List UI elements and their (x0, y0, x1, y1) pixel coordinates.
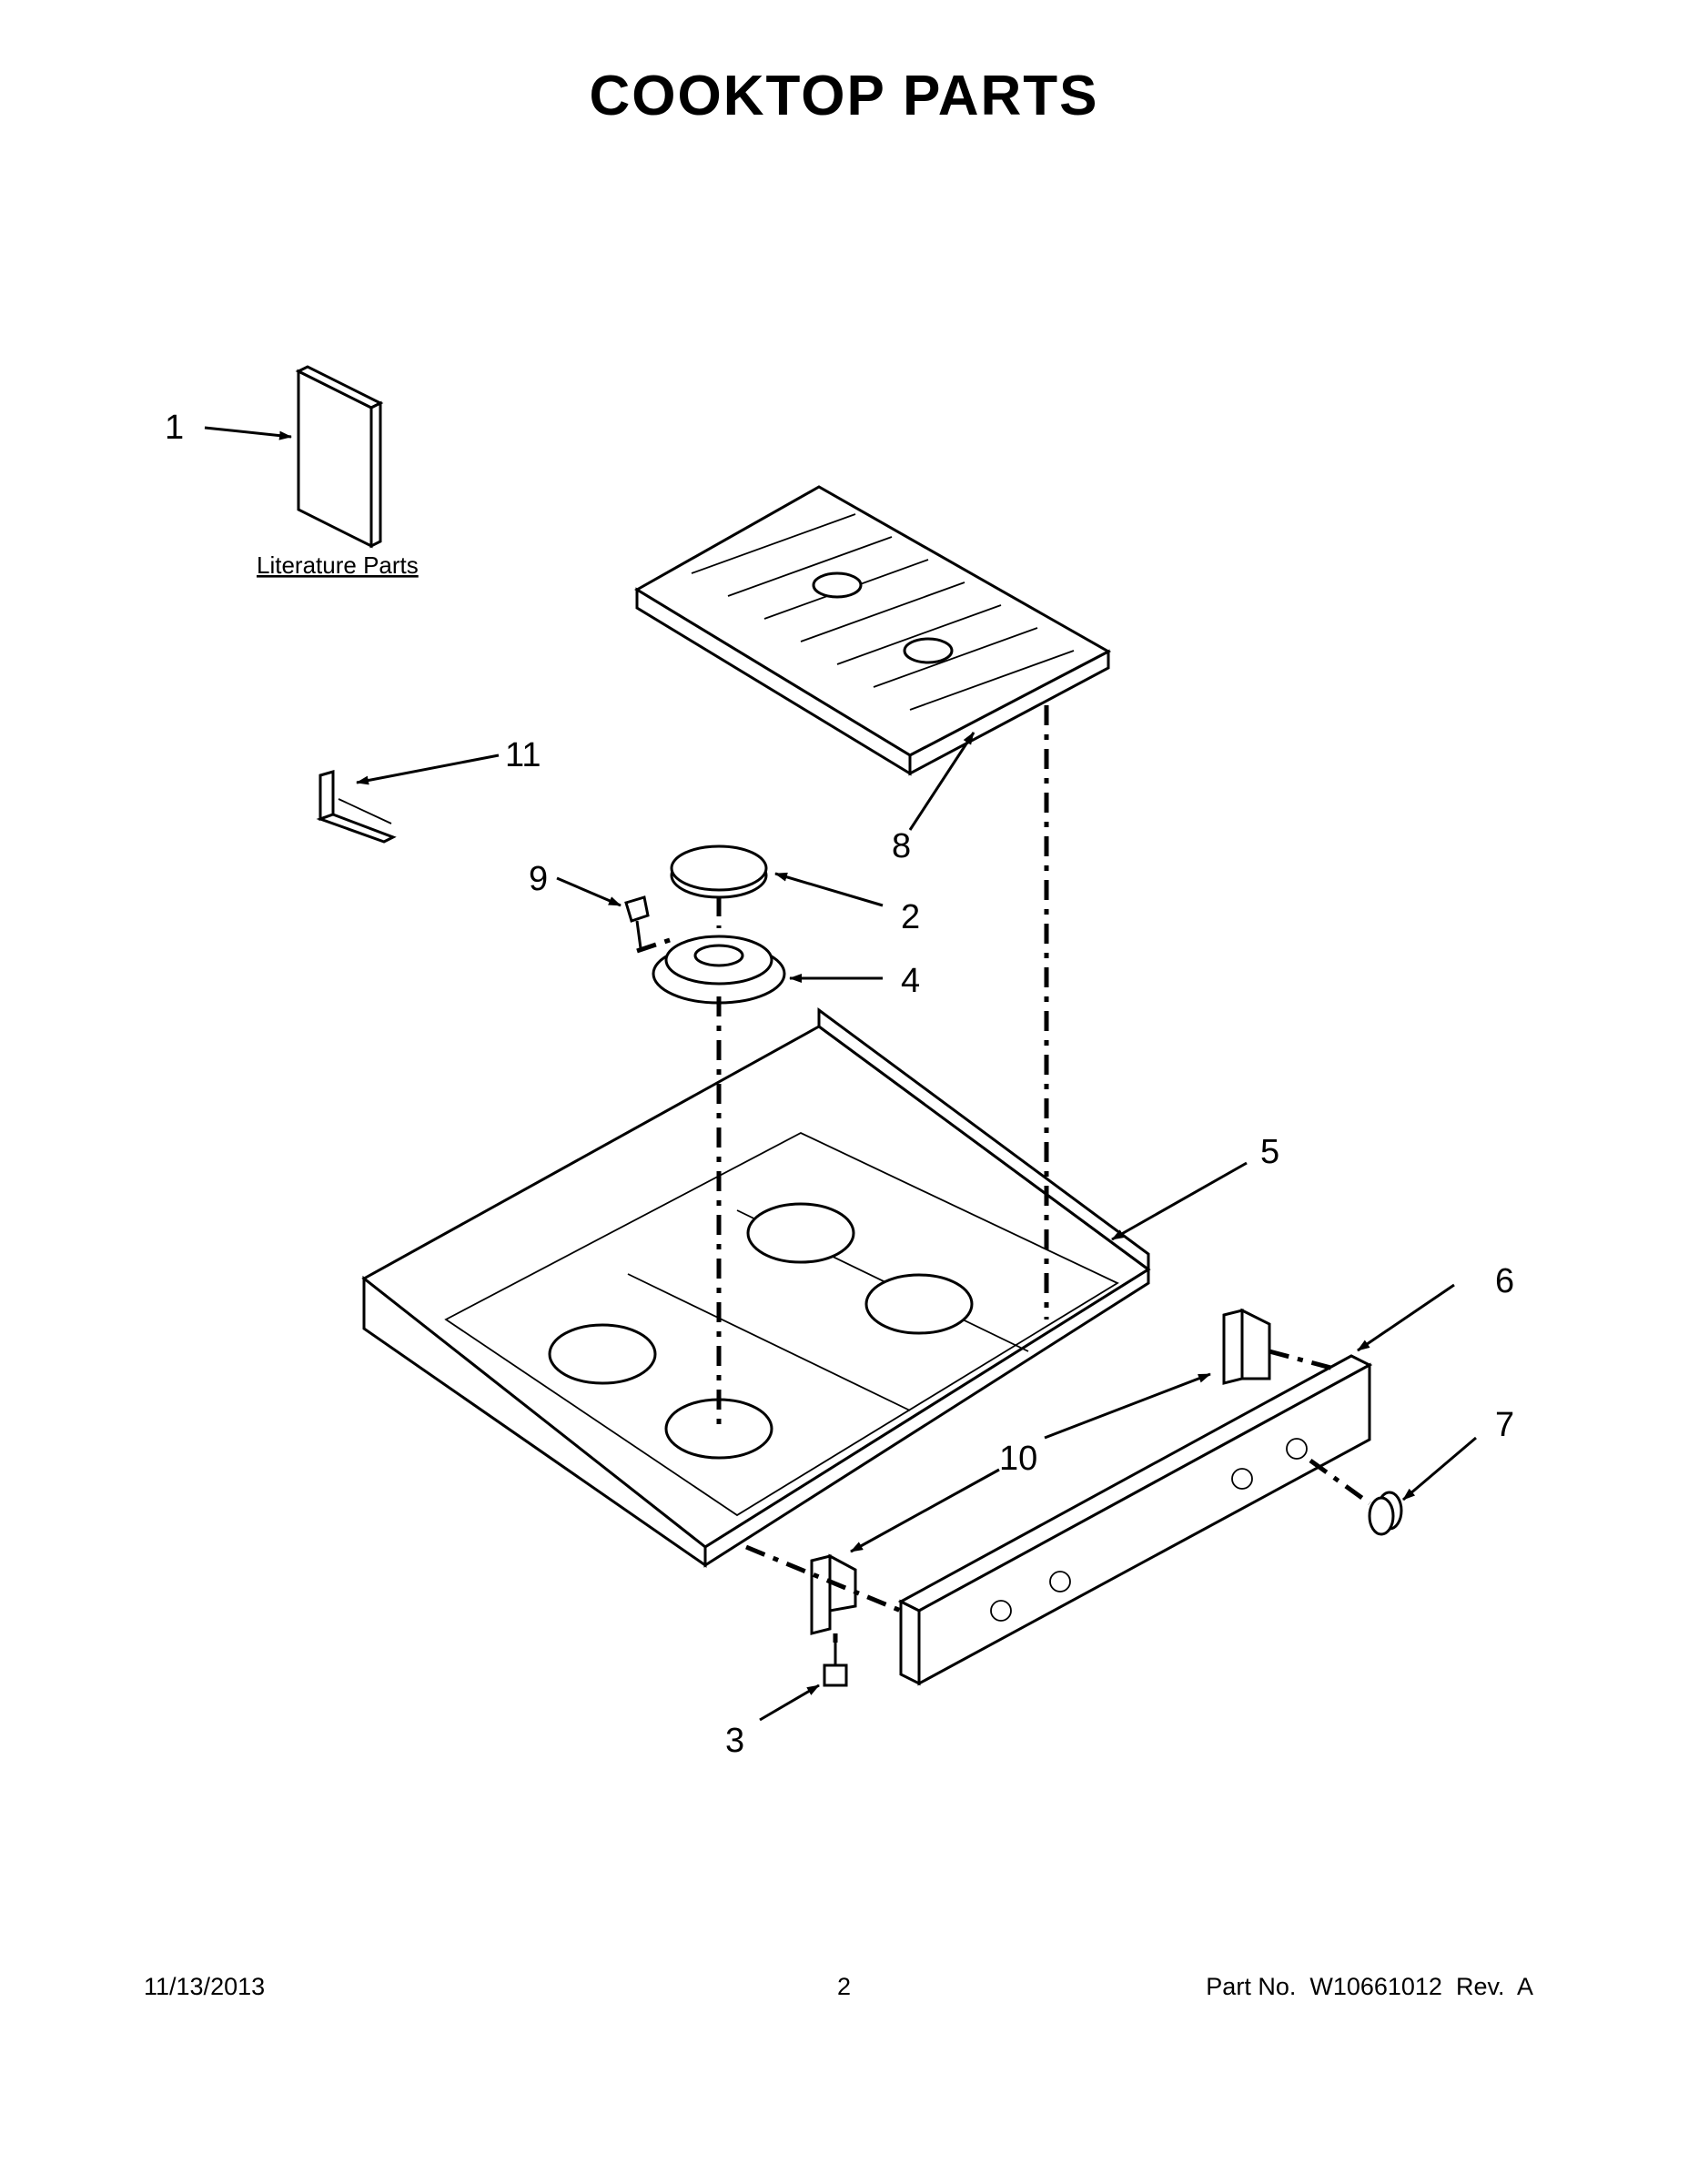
bracket-10-left (810, 1553, 857, 1635)
callout-7: 7 (1495, 1406, 1514, 1444)
alignment-lines (636, 705, 1371, 1643)
burner-grate (634, 485, 1112, 776)
page-title: COOKTOP PARTS (589, 65, 1099, 127)
bracket-10-right (1222, 1308, 1271, 1385)
callout-10: 10 (999, 1440, 1037, 1478)
literature-booklet (295, 365, 384, 549)
cooktop-main-top (361, 1007, 1151, 1568)
footer-page-number: 2 (836, 1973, 852, 2000)
callout-3: 3 (725, 1722, 744, 1760)
screw-9 (624, 895, 650, 949)
callout-9: 9 (529, 860, 548, 898)
burner-cap (670, 844, 768, 899)
burner-base (652, 935, 786, 1005)
callout-2: 2 (901, 898, 920, 936)
callout-8: 8 (892, 827, 911, 865)
callout-1: 1 (165, 409, 184, 447)
control-panel (897, 1354, 1373, 1686)
footer-date: 11/13/2013 (144, 1973, 266, 2000)
bracket-11 (316, 770, 397, 844)
callout-5: 5 (1260, 1133, 1279, 1171)
callout-4: 4 (901, 962, 920, 1000)
leader-lines (204, 426, 1477, 1722)
footer-part-number: Part No. W10661012 Rev. A (1206, 1973, 1533, 2000)
literature-parts-label: Literature Parts (257, 551, 419, 579)
callout-6: 6 (1495, 1262, 1514, 1300)
screw-3 (823, 1638, 848, 1687)
knob (1368, 1491, 1403, 1536)
callout-11: 11 (505, 736, 541, 774)
